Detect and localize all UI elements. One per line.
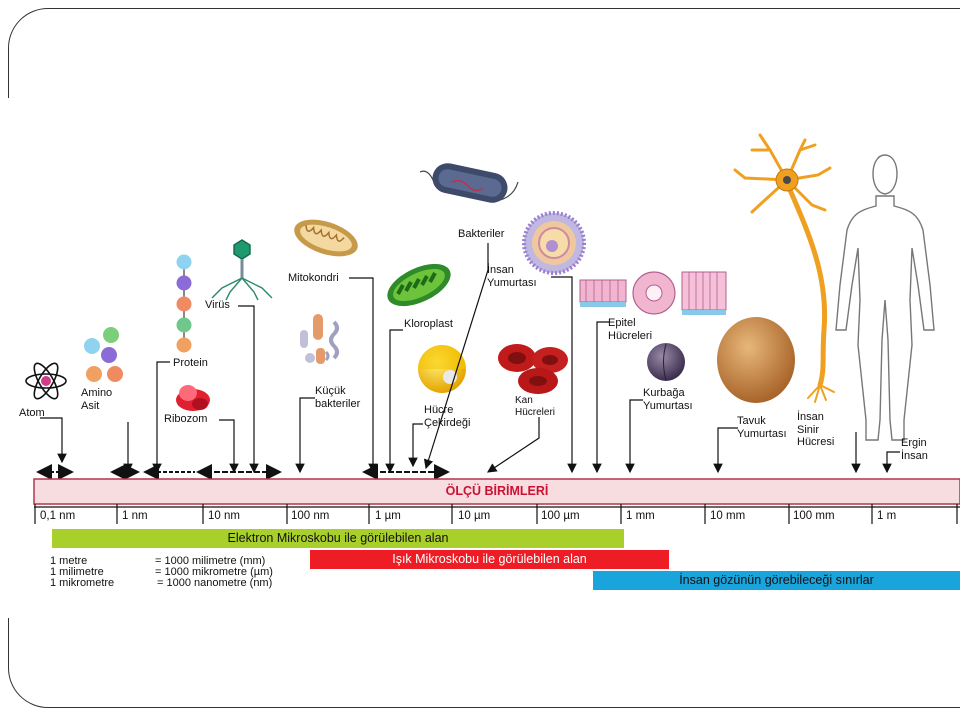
chicken-egg-icon [717,317,795,403]
label-small-bacteria: Küçük bakteriler [315,385,361,410]
conversion-left: 1 metre [50,555,88,567]
unit-label: 100 nm [291,510,330,522]
label-epithelial-cells: Epitel Hücreleri [608,317,653,342]
label-adult-human: Ergin İnsan [901,437,928,462]
label-nucleus: Hücre Çekirdeği [424,404,471,429]
amino-acid-icon [84,327,123,382]
mitochondria-icon [294,219,358,257]
conversion-right: = 1000 nanometre (nm) [157,577,273,589]
label-bacteria: Bakteriler [458,228,505,240]
nucleus-icon [418,345,466,393]
unit-label: 10 mm [710,510,746,522]
conversion-right: = 1000 milimetre (mm) [155,555,266,567]
label-human-egg: İnsan Yumurtası [487,264,537,289]
chloroplast-icon [387,263,451,307]
conversion-right: = 1000 mikrometre (µm) [155,566,273,578]
unit-label: 1 mm [626,510,655,522]
ribosome-icon [176,385,210,411]
human-eye-bar: İnsan gözünün görebileceği sınırlar [593,571,960,590]
atom-icon [25,362,67,400]
unit-label: 1 nm [122,510,148,522]
human-egg-icon [522,211,586,275]
epithelial-cells-icon [579,271,727,315]
label-frog-egg: Kurbağa Yumurtası [643,387,693,412]
label-nerve-cell: İnsan Sinir Hücresi [797,411,835,449]
label-atom: Atom [19,407,45,419]
nerve-cell-icon [733,133,835,403]
bacteria-icon [419,163,519,203]
label-ribosome: Ribozom [164,413,208,425]
blood-cells-icon [498,344,568,394]
frog-egg-icon [647,343,685,381]
label-virus: Virüs [205,299,230,311]
small-bacteria-icon [300,314,339,364]
electron-microscope-bar: Elektron Mikroskobu ile görülebilen alan [52,529,624,548]
label-amino-acid: Amino Asit [81,387,113,412]
conversion-left: 1 milimetre [50,566,104,578]
unit-label: 100 mm [793,510,835,522]
pointer-arrows [40,243,900,474]
unit-label: 100 µm [541,510,580,522]
light-microscope-bar: Işık Mikroskobu ile görülebilen alan [310,550,669,569]
conversion-left: 1 mikrometre [50,577,115,589]
frame-gap [0,98,14,618]
human-icon [835,154,935,441]
label-blood-cells: Kan Hücreleri [515,395,556,418]
unit-label: 1 µm [375,510,401,522]
protein-icon [176,254,192,353]
virus-icon [211,239,273,301]
unit-label: 10 µm [458,510,491,522]
label-protein: Protein [173,357,208,369]
label-chloroplast: Kloroplast [404,318,453,330]
label-mitochondria: Mitokondri [288,272,339,284]
unit-label: 0,1 nm [40,510,76,522]
scale-bar [33,478,960,524]
label-chicken-egg: Tavuk Yumurtası [737,415,787,440]
scale-title: ÖLÇÜ BİRİMLERİ [445,484,549,498]
unit-label: 1 m [877,510,897,522]
unit-label: 10 nm [208,510,240,522]
